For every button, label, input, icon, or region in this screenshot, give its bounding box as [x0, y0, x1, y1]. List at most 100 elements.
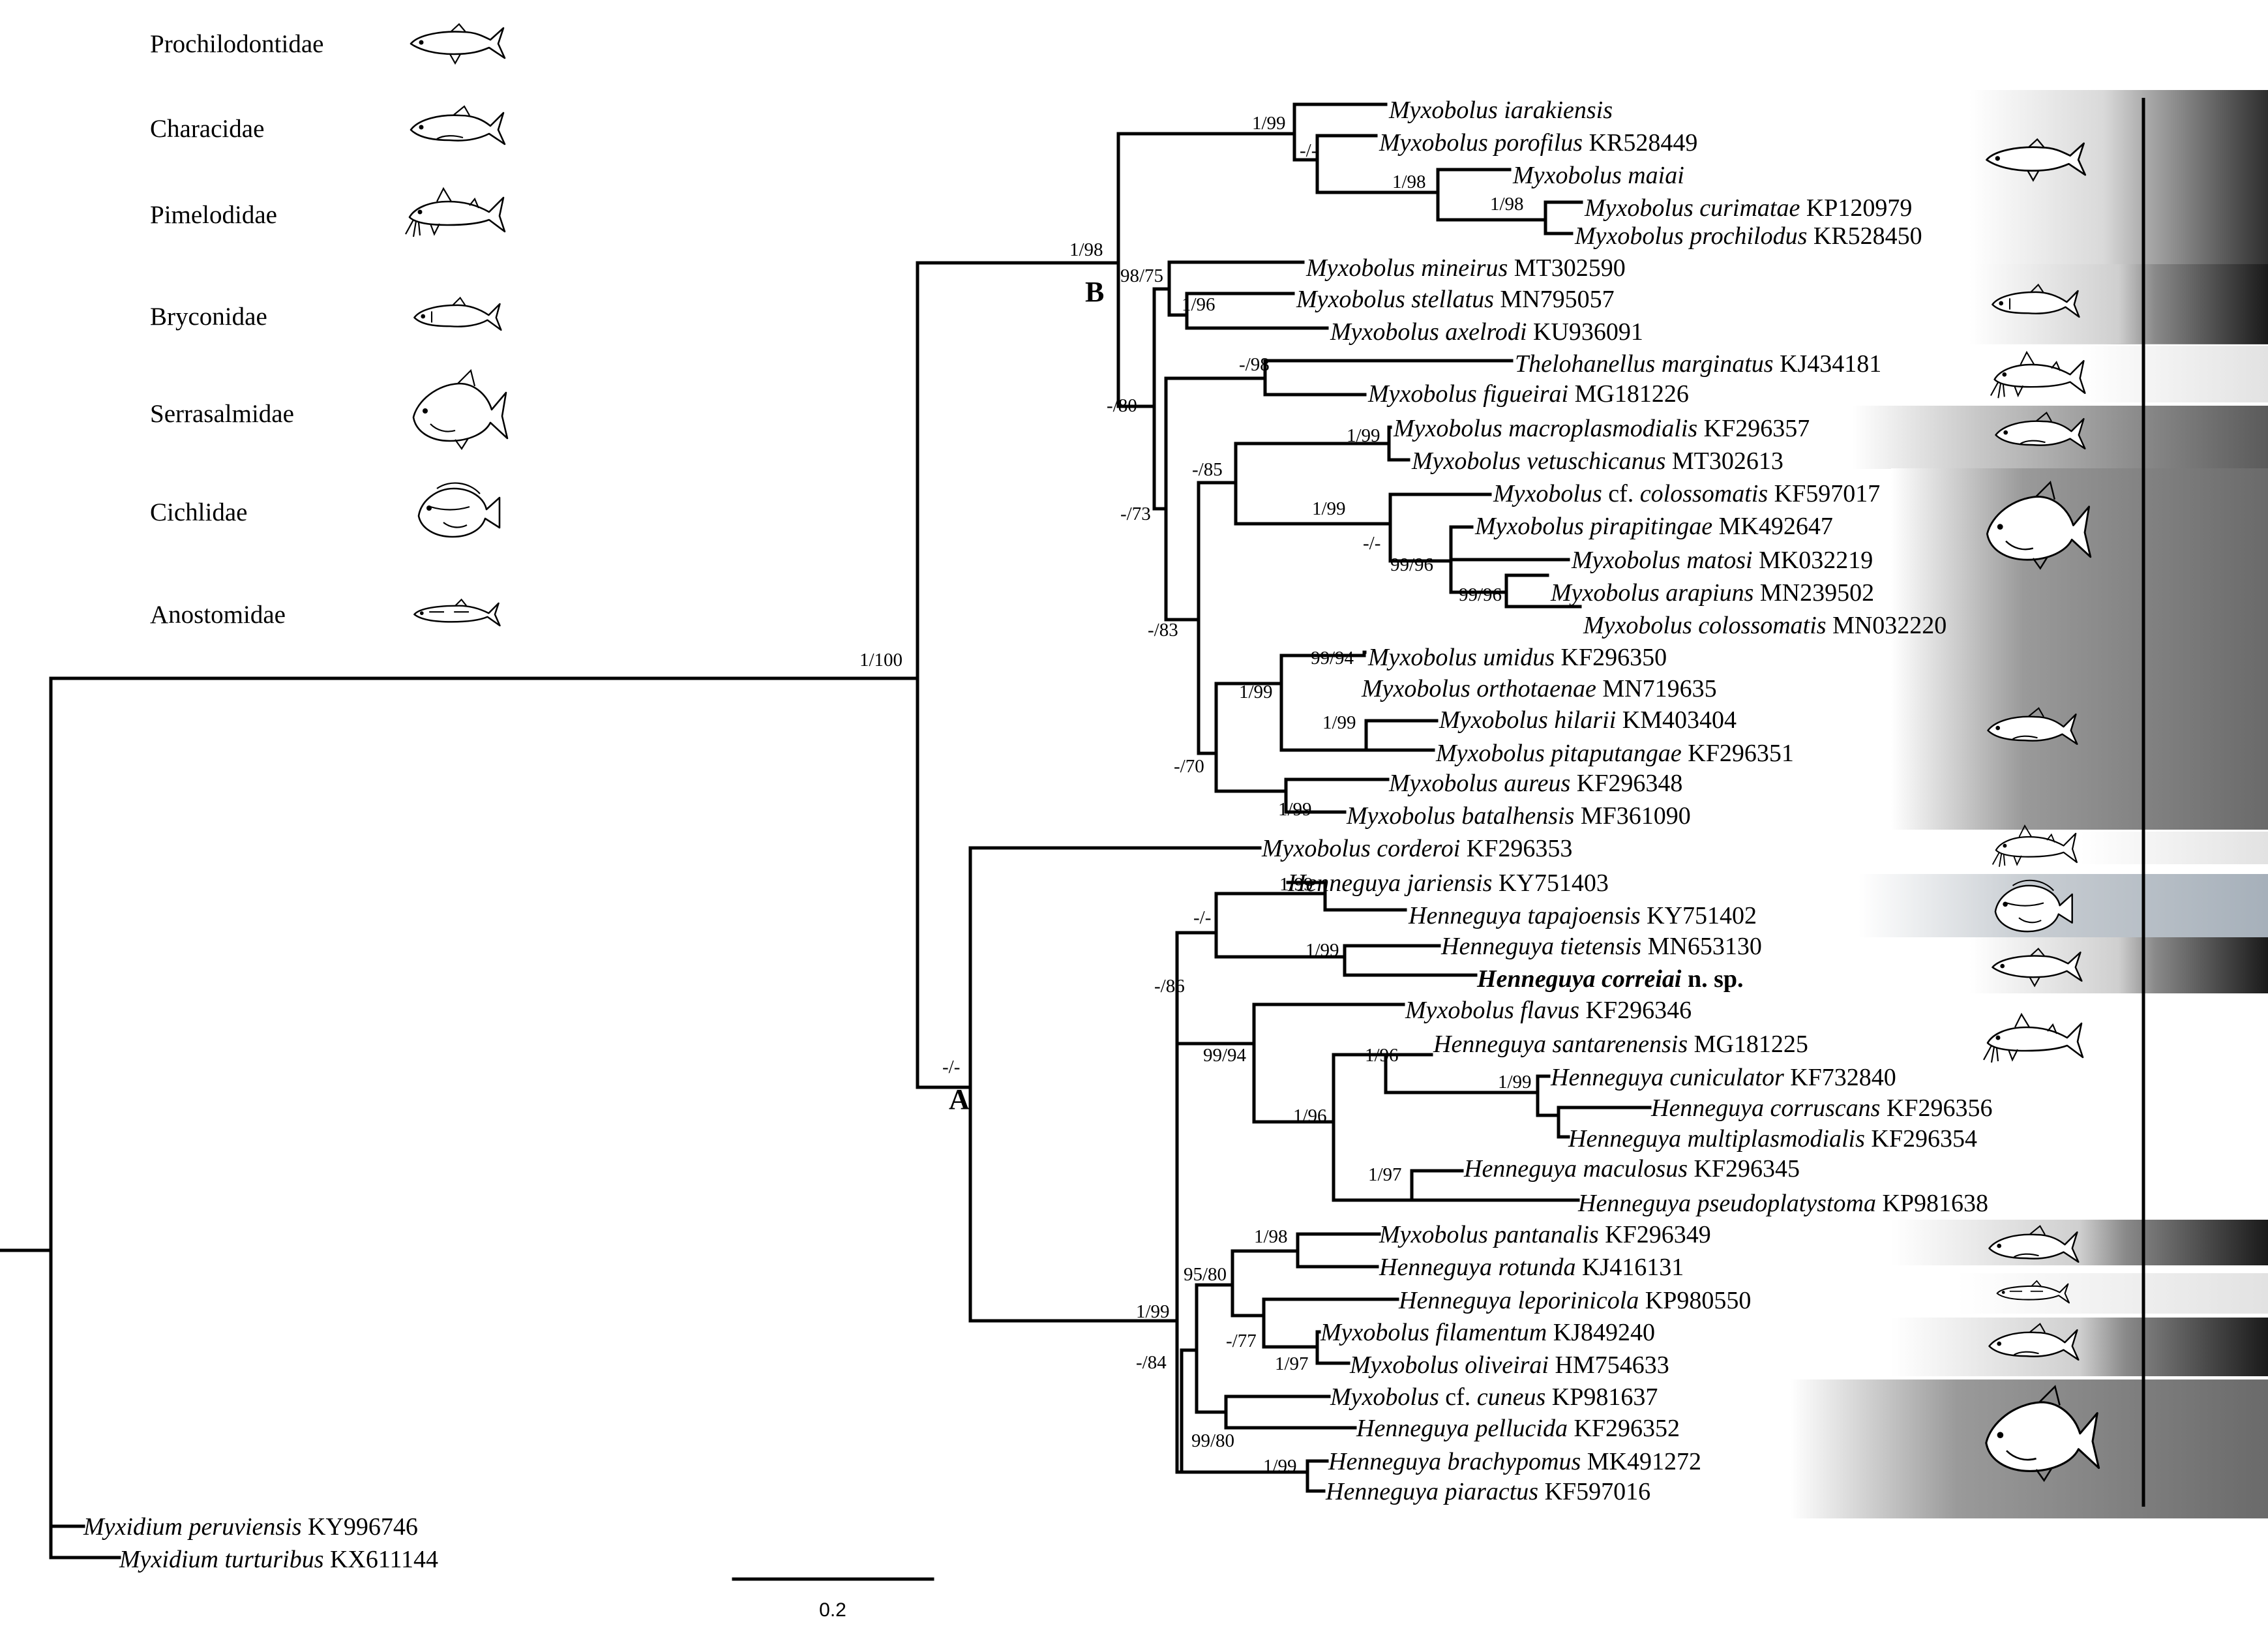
- taxon-accession: KF597017: [1768, 480, 1880, 507]
- taxon-label: Myxobolus oliveirai HM754633: [1349, 1351, 1669, 1379]
- taxon-species: Thelohanellus marginatus: [1515, 350, 1774, 378]
- taxon-label: Myxobolus aureus KF296348: [1388, 770, 1682, 797]
- taxon-accession: KU936091: [1527, 318, 1643, 346]
- taxon-label: Myxobolus prochilodus KR528450: [1574, 222, 1922, 250]
- legend-item: Bryconidae: [150, 297, 502, 331]
- taxon-accession: KF597016: [1538, 1478, 1650, 1505]
- support-value: 1/99: [1279, 874, 1313, 895]
- catfish-icon: [1990, 351, 2086, 399]
- taxon-accession: KP120979: [1800, 194, 1912, 222]
- taxon-species: Henneguya corruscans: [1650, 1094, 1880, 1122]
- support-value: 1/100: [859, 650, 903, 671]
- taxon-accession: KF296356: [1880, 1094, 1992, 1122]
- taxon-label: Henneguya leporinicola KP980550: [1398, 1287, 1751, 1314]
- taxon-label: Henneguya piaractus KF597016: [1325, 1478, 1650, 1505]
- support-value: 95/80: [1184, 1264, 1227, 1285]
- host-band: [1891, 646, 2268, 830]
- support-value: -/85: [1192, 459, 1223, 480]
- taxon-species: Henneguya piaractus: [1325, 1478, 1538, 1505]
- taxon-species: Myxobolus pitaputangae: [1435, 740, 1682, 767]
- taxon-species: Henneguya rotunda: [1379, 1254, 1575, 1281]
- taxon-label: Henneguya brachypomus MK491272: [1328, 1448, 1701, 1475]
- taxon-label: Myxobolus axelrodi KU936091: [1330, 318, 1643, 346]
- taxon-accession: KP981637: [1545, 1383, 1658, 1411]
- taxon-species: Myxobolus figueirai: [1367, 380, 1568, 408]
- support-value: -/86: [1154, 976, 1185, 997]
- host-band-shade: [1891, 1318, 2268, 1376]
- legend-item: Prochilodontidae: [150, 23, 506, 65]
- taxon-label: Myxobolus figueirai MG181226: [1367, 380, 1689, 408]
- taxon-label: Henneguya pseudoplatystoma KP981638: [1577, 1190, 1988, 1217]
- taxon-label: Henneguya correiai n. sp.: [1476, 965, 1744, 993]
- taxon-label: Myxobolus macroplasmodialis KF296357: [1393, 415, 1810, 442]
- taxon-species: Henneguya tapajoensis: [1408, 902, 1641, 929]
- taxon-species: Myxobolus maiai: [1512, 162, 1684, 189]
- taxon-species: Myxobolus matosi: [1571, 547, 1753, 574]
- taxon-accession: KF296357: [1697, 415, 1810, 442]
- taxon-label: Myxobolus flavus KF296346: [1405, 997, 1692, 1024]
- taxon-label: Myxobolus mineirus MT302590: [1306, 254, 1626, 282]
- legend-item: Cichlidae: [150, 482, 501, 538]
- taxon-label: Myxobolus umidus KF296350: [1367, 644, 1667, 671]
- taxon-label: Henneguya jariensis KY751403: [1287, 869, 1609, 897]
- taxon-species: Henneguya pellucida: [1356, 1415, 1568, 1442]
- taxon-accession: MF361090: [1574, 802, 1690, 830]
- host-band: [1852, 406, 2268, 469]
- taxon-label: Myxobolus arapiuns MN239502: [1550, 579, 1874, 607]
- taxon-accession: MK491272: [1581, 1448, 1701, 1475]
- taxon-species: Myxobolus filamentum: [1320, 1319, 1547, 1346]
- taxon-accession: KX611144: [323, 1546, 438, 1573]
- support-value: 1/99: [1306, 940, 1339, 961]
- taxon-accession: KP981638: [1876, 1190, 1988, 1217]
- taxon-label: Myxobolus hilarii KM403404: [1439, 706, 1737, 734]
- taxon-label: Myxobolus corderoi KF296353: [1261, 835, 1572, 862]
- taxon-label: Myxobolus stellatus MN795057: [1296, 286, 1615, 313]
- catfish-icon: [1982, 1013, 2084, 1064]
- taxon-accession: KF296350: [1555, 644, 1667, 671]
- taxon-accession: KF732840: [1784, 1064, 1896, 1091]
- host-band-shade: [1891, 1220, 2268, 1265]
- legend-family-label: Serrasalmidae: [150, 400, 294, 428]
- support-value: -/84: [1136, 1352, 1167, 1373]
- taxon-label: Henneguya tapajoensis KY751402: [1408, 902, 1757, 929]
- taxon-label: Henneguya tietensis MN653130: [1440, 933, 1762, 960]
- taxon-label: Myxobolus vetuschicanus MT302613: [1411, 447, 1783, 475]
- taxon-accession: KY996746: [302, 1513, 418, 1541]
- taxon-accession: n. sp.: [1681, 965, 1743, 993]
- taxon-label: Henneguya rotunda KJ416131: [1379, 1254, 1684, 1281]
- taxon-species: Henneguya cuniculator: [1550, 1064, 1784, 1091]
- taxon-species: Myxobolus oliveirai: [1349, 1351, 1549, 1379]
- taxon-species: Henneguya santarenensis: [1433, 1031, 1688, 1058]
- catfish-icon: [404, 187, 506, 238]
- bryconid-fish-icon: [413, 297, 502, 331]
- taxon-accession: KF296354: [1865, 1125, 1977, 1153]
- support-value: 1/98: [1392, 172, 1426, 192]
- legend-item: Pimelodidae: [150, 187, 506, 238]
- taxon-species: Henneguya tietensis: [1440, 933, 1641, 960]
- legend-family-label: Characidae: [150, 115, 264, 143]
- support-value: -/-: [1300, 140, 1317, 161]
- host-band: [1969, 937, 2268, 993]
- taxon-species: Myxobolus axelrodi: [1330, 318, 1527, 346]
- taxon-label: Henneguya maculosus KF296345: [1463, 1155, 1800, 1183]
- support-value: 1/99: [1322, 712, 1356, 733]
- taxon-accession: KF296353: [1460, 835, 1572, 862]
- taxon-accession: MN032220: [1827, 612, 1947, 639]
- taxon-accession: KR528449: [1583, 129, 1697, 157]
- taxon-label: Myxobolus porofilus KR528449: [1379, 129, 1697, 157]
- taxon-accession: KF296349: [1599, 1221, 1711, 1248]
- taxon-label: Myxobolus matosi MK032219: [1571, 547, 1873, 574]
- taxon-species: Myxobolus: [1493, 480, 1602, 507]
- taxon-accession: MN719635: [1596, 675, 1717, 702]
- taxon-label: Myxobolus pitaputangae KF296351: [1435, 740, 1794, 767]
- taxon-species: Myxidium peruviensis: [83, 1513, 302, 1541]
- taxon-accession: KJ434181: [1774, 350, 1882, 378]
- support-values: 1/99-/-1/981/981/9898/751/96-/98-/801/99…: [859, 113, 1532, 1477]
- taxon-accession: KJ416131: [1575, 1254, 1684, 1281]
- support-value: -/83: [1148, 620, 1178, 641]
- taxon-species: Myxobolus macroplasmodialis: [1393, 415, 1697, 442]
- taxon-accession: MN239502: [1753, 579, 1874, 607]
- host-family-legend: ProchilodontidaeCharacidaePimelodidaeBry…: [150, 23, 509, 629]
- host-band: [1858, 874, 2268, 937]
